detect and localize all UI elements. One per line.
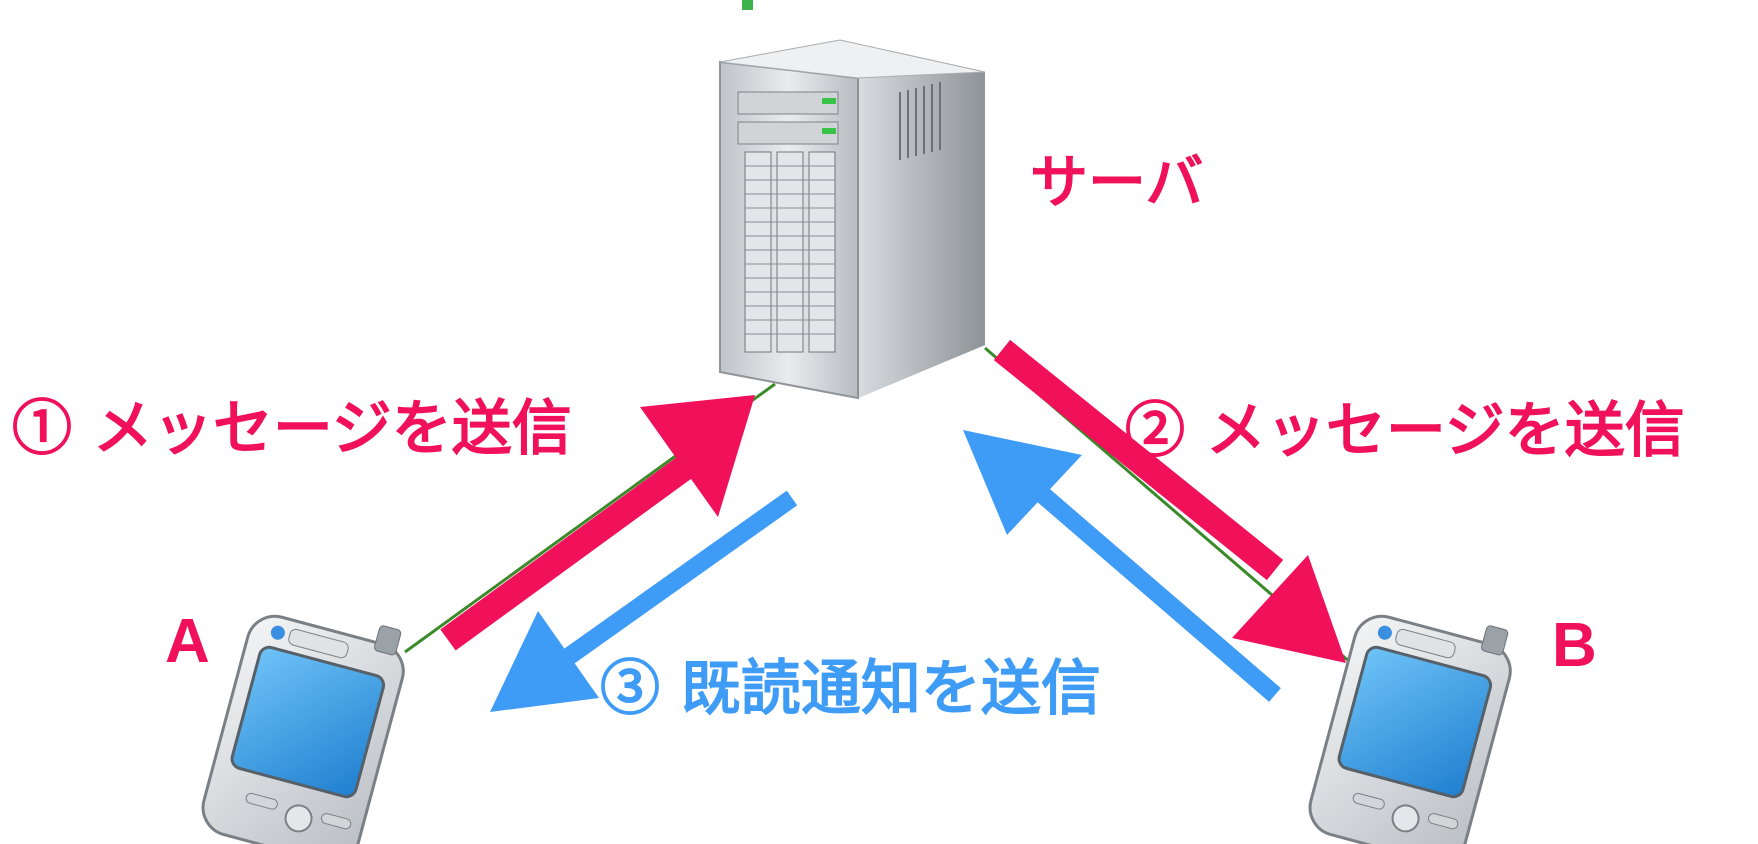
device-b-label: B	[1552, 611, 1597, 680]
device-a-label: A	[165, 607, 210, 676]
step3-label: ③ 既読通知を送信	[600, 654, 1101, 724]
server-tower-icon	[719, 39, 986, 400]
device-b-icon	[1308, 614, 1512, 844]
server-label: サーバ	[1030, 148, 1204, 216]
arrow-step3-return	[963, 430, 1281, 702]
top-edge-mark	[742, 0, 753, 10]
device-a-icon	[201, 614, 405, 844]
step1-label: ① メッセージを送信	[12, 394, 572, 464]
arrow-step1	[440, 395, 755, 651]
step2-label: ② メッセージを送信	[1125, 396, 1685, 466]
arrow-step2	[993, 339, 1346, 663]
arrow-step3-forward	[490, 490, 798, 712]
